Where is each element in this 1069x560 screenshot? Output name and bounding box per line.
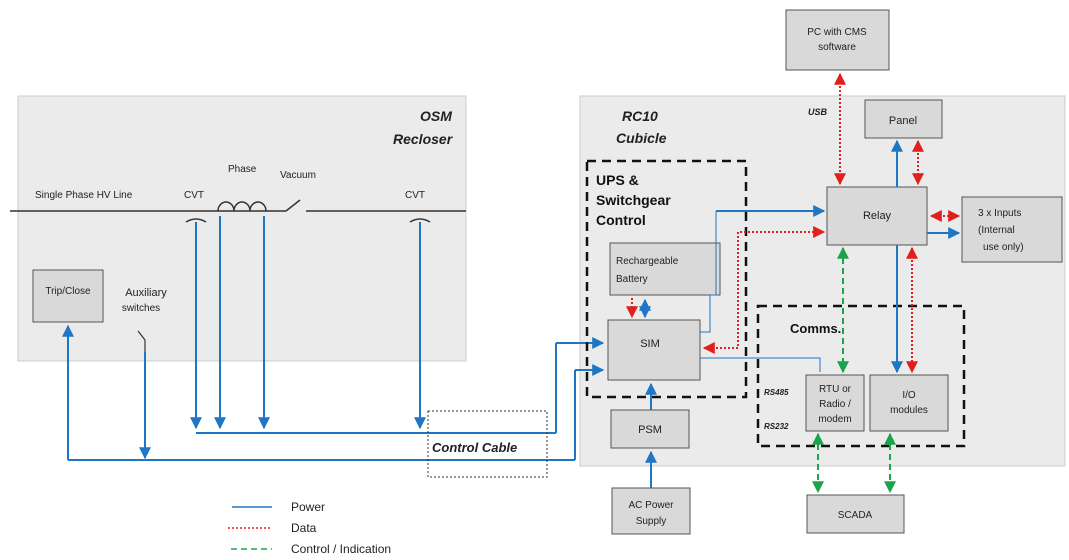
osm-title: OSM (420, 108, 452, 124)
inputs-block (961, 196, 1063, 263)
aux-switch-icon (137, 330, 146, 352)
rc10-title: RC10 (622, 108, 658, 124)
rs485-label: RS485 (764, 388, 789, 397)
power-wiring-osm (62, 216, 605, 461)
psm-label: PSM (638, 424, 662, 436)
inputs-label-1: 3 x Inputs (978, 208, 1021, 219)
ups-title-line1: UPS & (596, 172, 639, 188)
pc-label-1: PC with CMS (807, 27, 867, 38)
scada-block (806, 494, 905, 534)
trip-close-block (32, 269, 104, 323)
panel-label: Panel (889, 115, 917, 127)
battery-label-2: Battery (616, 274, 648, 285)
vacuum-label: Vacuum (280, 170, 316, 181)
legend-control-label: Control / Indication (291, 542, 391, 556)
legend-power-label: Power (291, 500, 325, 514)
legend-data-label: Data (291, 521, 317, 535)
sim-block (607, 319, 701, 381)
control-cable-label: Control Cable (432, 440, 517, 455)
psm-block (610, 409, 690, 449)
ac-power-label-2: Supply (636, 516, 667, 527)
comms-title: Comms. (790, 321, 841, 336)
rs232-label: RS232 (764, 422, 789, 431)
aux-switch-label-1: Auxiliary (125, 287, 167, 299)
comms-box (756, 304, 966, 448)
control-cable-box (427, 410, 548, 478)
rechargeable-battery-block (609, 242, 721, 296)
phase-coil-icon (217, 201, 267, 212)
rtu-label-2: Radio / (819, 399, 851, 410)
relay-label: Relay (863, 210, 892, 222)
ac-power-supply-block (611, 487, 691, 535)
panel-block (864, 99, 943, 139)
pc-label-2: software (818, 42, 856, 53)
control-cable-label-bg (430, 434, 526, 458)
ups-title-line2: Switchgear (596, 192, 671, 208)
data-links (626, 72, 961, 374)
hv-line-label: Single Phase HV Line (35, 190, 133, 201)
io-modules-block (869, 374, 949, 432)
trip-close-label: Trip/Close (45, 286, 91, 297)
cvt-left-label: CVT (184, 190, 204, 201)
usb-label: USB (808, 107, 828, 117)
hv-line (10, 199, 466, 212)
cvt-right-label: CVT (405, 190, 425, 201)
osm-subtitle: Recloser (393, 131, 454, 147)
battery-label-1: Rechargeable (616, 256, 679, 267)
pc-cms-block (785, 9, 890, 71)
legend: Power Data Control / Indication (228, 500, 391, 556)
aux-switch-label-2: switches (122, 303, 160, 314)
scada-label: SCADA (838, 510, 873, 521)
ups-title-line3: Control (596, 212, 646, 228)
cvt-left-icon (185, 218, 207, 223)
ac-power-label-1: AC Power (628, 500, 674, 511)
inputs-label-2: (Internal (978, 225, 1015, 236)
phase-label: Phase (228, 164, 257, 175)
control-links (812, 246, 896, 494)
io-label-1: I/O (902, 390, 916, 401)
inputs-label-3: use only) (983, 242, 1024, 253)
sim-label: SIM (640, 338, 660, 350)
rtu-label-1: RTU or (819, 384, 852, 395)
power-wiring-rc10 (639, 139, 961, 488)
io-label-2: modules (890, 405, 928, 416)
rtu-label-3: modem (818, 414, 851, 425)
rc10-subtitle: Cubicle (616, 130, 667, 146)
relay-block (826, 186, 928, 246)
cvt-right-icon (409, 218, 431, 223)
rtu-radio-block (805, 374, 865, 432)
